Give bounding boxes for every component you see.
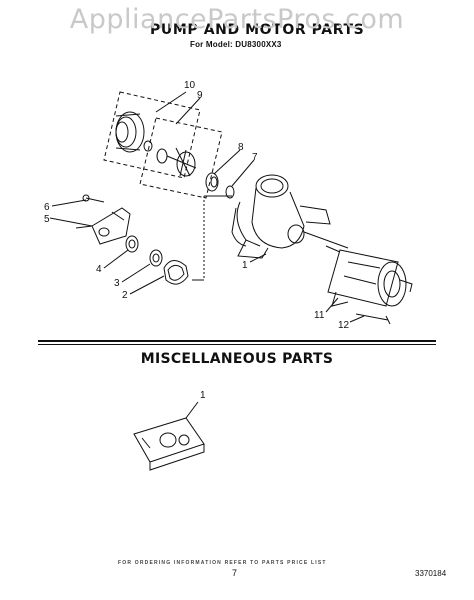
washer-part-4	[125, 235, 139, 253]
callout-leaders	[49, 91, 365, 323]
callout-9: 9	[197, 90, 203, 101]
callout-8: 8	[238, 142, 244, 153]
section-divider-thin	[38, 344, 436, 345]
ordering-note: FOR ORDERING INFORMATION REFER TO PARTS …	[118, 560, 327, 566]
callout-11: 11	[314, 310, 325, 321]
page-title: PUMP AND MOTOR PARTS	[150, 22, 365, 38]
misc-bracket-part	[133, 401, 205, 471]
shaft-assembly	[156, 147, 197, 177]
model-line: For Model: DU8300XX3	[190, 40, 282, 49]
screw-part-12	[355, 313, 391, 325]
callout-4: 4	[96, 264, 102, 275]
callout-3: 3	[114, 278, 120, 289]
callout-6: 6	[44, 202, 50, 213]
o-ring-part-7	[225, 185, 235, 199]
callout-12: 12	[338, 320, 350, 331]
callout-7: 7	[252, 152, 258, 163]
screw-part-6	[82, 194, 105, 203]
small-washer	[143, 140, 153, 152]
section-divider-thick	[38, 340, 436, 342]
seal-part-3	[149, 249, 163, 267]
seal-part-8	[205, 172, 219, 192]
assembly-box-9	[139, 117, 223, 199]
impeller-disc	[115, 111, 145, 153]
callout-10: 10	[184, 80, 196, 91]
callout-5: 5	[44, 214, 50, 225]
callout-2: 2	[122, 290, 128, 301]
misc-parts-heading: MISCELLANEOUS PARTS	[140, 351, 334, 367]
cover-part-5	[75, 207, 131, 245]
motor	[325, 245, 413, 307]
page-number: 7	[232, 568, 238, 578]
gasket-part-2	[163, 260, 189, 285]
pump-housing	[231, 174, 349, 259]
callout-1: 1	[242, 260, 248, 271]
document-number: 3370184	[415, 569, 447, 578]
misc-callout-1: 1	[200, 390, 206, 401]
